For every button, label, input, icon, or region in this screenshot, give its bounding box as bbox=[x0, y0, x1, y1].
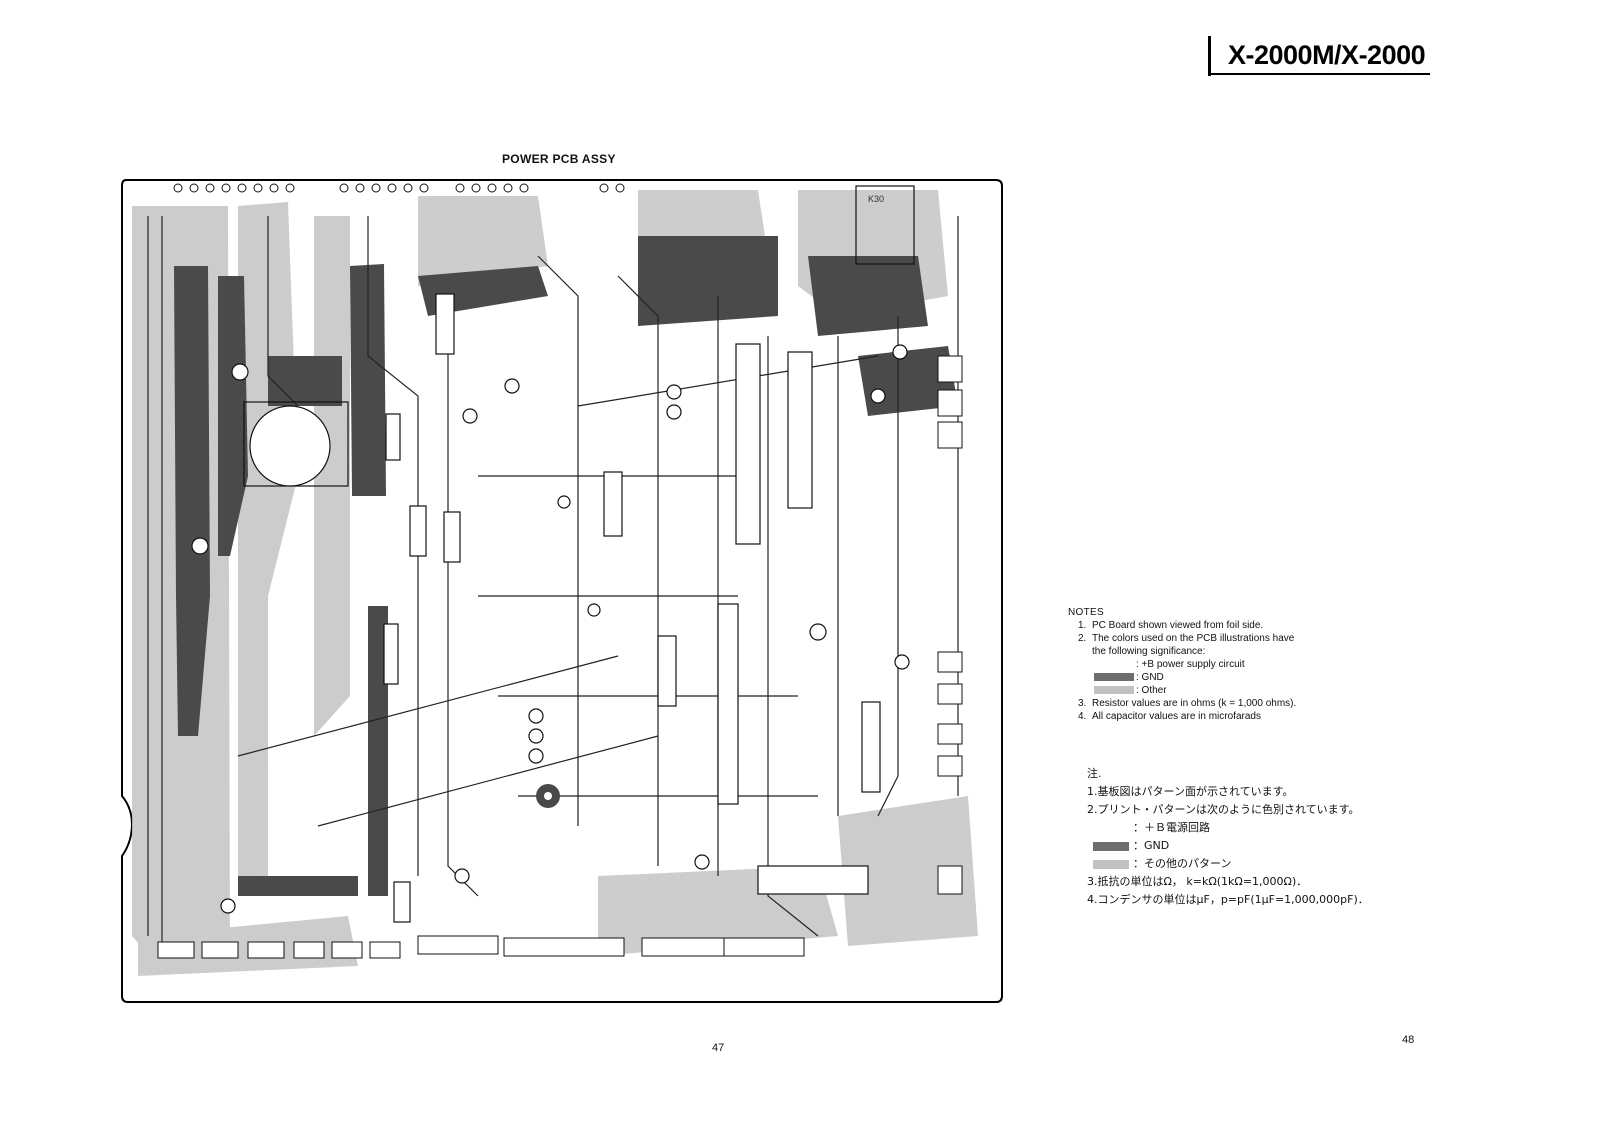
model-title: X-2000M/X-2000 bbox=[1228, 40, 1426, 70]
relay-k30-box bbox=[855, 185, 915, 265]
note-number: 2. bbox=[1078, 633, 1087, 644]
legend-label: : GND bbox=[1136, 672, 1164, 683]
note-number: 3. bbox=[1078, 698, 1087, 709]
traces bbox=[147, 216, 959, 956]
title-bar bbox=[1208, 36, 1211, 76]
relay-label: K30 bbox=[868, 194, 885, 204]
legend-power: : +B power supply circuit bbox=[1068, 658, 1296, 671]
legend-label: : Other bbox=[1136, 685, 1167, 696]
note-text: the following significance: bbox=[1092, 646, 1206, 657]
note-text: The colors used on the PCB illustrations… bbox=[1092, 633, 1295, 644]
note-3: 3. Resistor values are in ohms (k = 1,000… bbox=[1068, 697, 1296, 710]
legend-other: : Other bbox=[1068, 684, 1296, 697]
right-connectors bbox=[937, 355, 963, 895]
note-text: PC Board shown viewed from foil side. bbox=[1092, 620, 1264, 631]
note-jp-3: 3.抵抗の単位はΩ， k=kΩ(1kΩ=1,000Ω)． bbox=[1087, 875, 1308, 888]
legend-label: ：＋Ｂ電源回路 bbox=[1133, 821, 1210, 834]
legend-swatch-gnd bbox=[1094, 673, 1134, 681]
note-text: Resistor values are in ohms (k = 1,000 o… bbox=[1092, 698, 1297, 709]
notes-heading: NOTES bbox=[1068, 607, 1104, 618]
legend-label: : +B power supply circuit bbox=[1136, 659, 1245, 670]
legend-swatch-power bbox=[1093, 824, 1129, 833]
ic-packages bbox=[383, 293, 881, 923]
note-2-continued: the following significance: bbox=[1068, 645, 1296, 658]
notes-jp-heading: 注. bbox=[1087, 767, 1102, 780]
title-rule bbox=[1208, 73, 1430, 75]
legend-jp-other: ：その他のパターン bbox=[1087, 855, 1369, 873]
note-number: 4. bbox=[1078, 711, 1087, 722]
top-connector-pins bbox=[173, 183, 625, 193]
note-jp-4: 4.コンデンサの単位はμF，p=pF(1μF=1,000,000pF)． bbox=[1087, 893, 1369, 906]
note-jp-2: 2.プリント・パターンは次のように色別されています。 bbox=[1087, 803, 1360, 816]
page-number-right: 48 bbox=[1402, 1034, 1415, 1046]
note-jp-1: 1.基板図はパターン面が示されています。 bbox=[1087, 785, 1294, 798]
page-number-left: 47 bbox=[712, 1042, 725, 1054]
note-2: 2. The colors used on the PCB illustratio… bbox=[1068, 632, 1296, 645]
note-4: 4. All capacitor values are in microfarad… bbox=[1068, 710, 1296, 723]
notes-english: NOTES 1. PC Board shown viewed from foil … bbox=[1068, 606, 1296, 723]
transistors bbox=[191, 344, 910, 914]
legend-label: ：その他のパターン bbox=[1133, 857, 1232, 870]
legend-swatch-gnd bbox=[1093, 842, 1129, 851]
legend-gnd: : GND bbox=[1068, 671, 1296, 684]
note-text: All capacitor values are in microfarads bbox=[1092, 711, 1261, 722]
bottom-connectors bbox=[157, 935, 805, 959]
notes-japanese: 注. 1.基板図はパターン面が示されています。 2.プリント・パターンは次のよう… bbox=[1087, 765, 1369, 909]
heatsink-hole bbox=[249, 405, 331, 487]
legend-swatch-other bbox=[1093, 860, 1129, 869]
note-1: 1. PC Board shown viewed from foil side. bbox=[1068, 619, 1296, 632]
note-number: 1. bbox=[1078, 620, 1087, 631]
pcb-title: POWER PCB ASSY bbox=[502, 152, 616, 166]
legend-jp-gnd: ：GND bbox=[1087, 837, 1369, 855]
legend-swatch-other bbox=[1094, 686, 1134, 694]
gnd-pattern-areas bbox=[174, 236, 958, 896]
legend-label: ：GND bbox=[1133, 839, 1170, 852]
legend-swatch-power bbox=[1094, 660, 1134, 668]
pcb-board-diagram bbox=[121, 179, 1003, 1003]
legend-jp-power: ：＋Ｂ電源回路 bbox=[1087, 819, 1369, 837]
